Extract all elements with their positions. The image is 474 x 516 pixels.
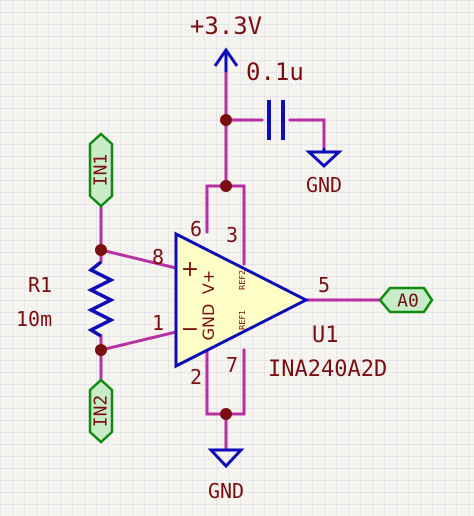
label-out-shape: [378, 286, 434, 314]
pin-name-gnd: GND: [199, 304, 218, 341]
pin-number-7: 7: [226, 353, 238, 377]
resistor-ref: R1: [28, 273, 52, 297]
gnd-top-label: GND: [306, 173, 342, 197]
pin-number-8: 8: [152, 245, 164, 269]
wires: [99, 68, 382, 450]
pin-number-5: 5: [318, 273, 330, 297]
junction-in2: [95, 344, 107, 356]
pin-name-minus: −: [181, 317, 199, 342]
resistor-symbol: [87, 260, 115, 338]
gnd-symbol-bottom: [207, 448, 245, 469]
gnd-bottom-label: GND: [208, 479, 244, 503]
pin-name-vplus: V+: [199, 270, 218, 294]
amplifier-pin-names: + − V+ GND REF2 REF1: [181, 257, 247, 342]
junctions: [95, 114, 232, 420]
gnd-bottom-icon: [207, 448, 245, 469]
resistor-value: 10m: [16, 307, 52, 331]
pin-number-1: 1: [152, 311, 164, 335]
label-in2-shape: [88, 378, 114, 444]
pin-number-6: 6: [190, 217, 202, 241]
supply-symbol: [213, 47, 239, 72]
label-in1-shape: [88, 132, 114, 208]
junction-in1: [95, 244, 107, 256]
label-in1: IN1: [88, 132, 114, 208]
pin-name-ref1: REF1: [238, 310, 247, 330]
wire-pin8: [99, 248, 178, 270]
junction-top-bus: [220, 180, 232, 192]
junction-bottom-bus: [220, 408, 232, 420]
junction-cap: [220, 114, 232, 126]
gnd-top-icon: [305, 150, 343, 169]
label-out: A0: [378, 286, 434, 314]
pin-name-ref2: REF2: [238, 270, 247, 290]
wire-pin1: [99, 330, 178, 352]
label-in2-text: IN2: [91, 395, 112, 428]
amplifier-body: [174, 231, 310, 369]
label-out-text: A0: [397, 291, 419, 312]
label-in1-text: IN1: [91, 154, 112, 187]
pin-number-3: 3: [226, 223, 238, 247]
gnd-symbol-top: [305, 148, 343, 169]
capacitor-value: 0.1u: [246, 58, 304, 86]
amplifier-pin-numbers: 8 1 6 3 2 7 5: [152, 217, 330, 389]
label-in2: IN2: [88, 378, 114, 444]
capacitor-symbol: [267, 100, 285, 140]
supply-arrow-icon: [213, 47, 239, 67]
amplifier-part: INA240A2D: [268, 357, 387, 382]
amplifier-ref: U1: [312, 323, 339, 348]
wire-cap-right: [288, 118, 326, 150]
pin-name-plus: +: [181, 257, 199, 282]
supply-label: +3.3V: [190, 12, 262, 40]
pin-number-2: 2: [190, 365, 202, 389]
